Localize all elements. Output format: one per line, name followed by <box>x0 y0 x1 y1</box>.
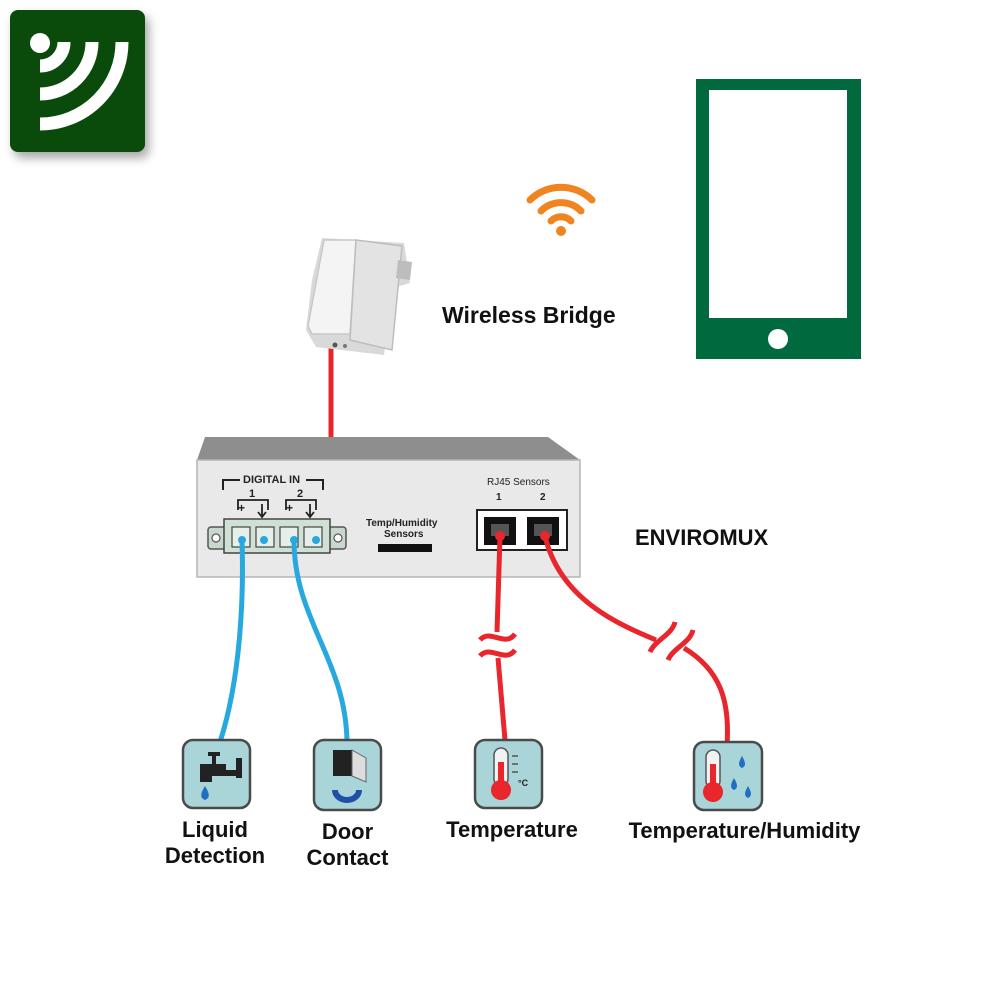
wireless-bridge-device-icon <box>306 238 412 355</box>
liquid-detection-line-2: Detection <box>164 843 266 868</box>
door-contact-line-2: Contact <box>306 845 389 870</box>
digital-in-plus-1: + <box>238 501 246 515</box>
liquid-detection-line-1: Liquid <box>182 817 248 842</box>
thermometer-humidity-icon <box>692 740 764 812</box>
temp-humidity-port-label-1: Temp/Humidity <box>366 518 438 529</box>
door-contact-line-1: Door <box>321 819 374 844</box>
wireless-bridge-label: Wireless Bridge <box>442 302 616 328</box>
rj45-sensors-label: RJ45 Sensors <box>487 477 550 488</box>
rj45-port-1: 1 <box>496 492 502 503</box>
digital-in-port-1: 1 <box>249 488 256 500</box>
liquid-cable <box>217 539 245 743</box>
rj45-port-2: 2 <box>540 492 546 503</box>
temperature-label: Temperature <box>446 817 578 842</box>
door-magnet-icon <box>312 738 383 812</box>
wireless-logo-icon <box>10 10 145 152</box>
digital-in-plus-2: + <box>286 501 294 515</box>
enviromux-label: ENVIROMUX <box>635 525 769 550</box>
temperature-cable <box>478 535 518 741</box>
thermometer-icon <box>473 738 544 810</box>
wifi-icon <box>522 178 600 238</box>
temp-humidity-label: Temperature/Humidity <box>628 818 861 843</box>
temp-humidity-cable <box>542 535 730 746</box>
liquid-detection-label: Liquid Detection <box>150 817 280 869</box>
enviromux-device <box>196 437 581 578</box>
door-contact-label: Door Contact <box>290 819 405 871</box>
celsius-mark: °C <box>518 778 529 788</box>
temp-humidity-port-label-2: Sensors <box>384 529 424 540</box>
digital-in-label: DIGITAL IN <box>243 474 301 486</box>
digital-in-port-2: 2 <box>297 488 304 500</box>
mobile-phone-icon <box>696 79 861 359</box>
faucet-icon <box>181 738 252 810</box>
door-cable <box>291 539 350 743</box>
